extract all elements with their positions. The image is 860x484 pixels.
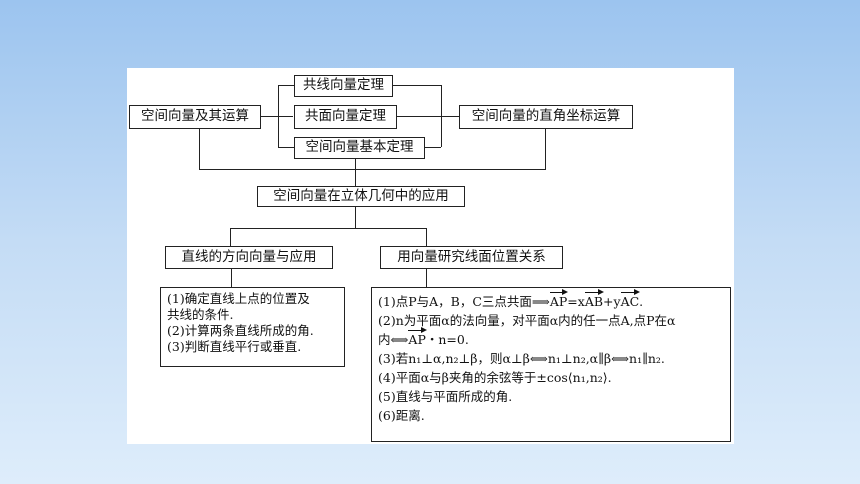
connector [231, 269, 232, 287]
connector [545, 128, 546, 169]
panel-line: (1)确定直线上点的位置及 [167, 291, 310, 306]
box-basic-theorem: 空间向量基本定理 [294, 137, 425, 159]
diagram-canvas: 共线向量定理 空间向量及其运算 共面向量定理 空间向量的直角坐标运算 空间向量基… [127, 68, 734, 444]
panel-line-applications: (1)确定直线上点的位置及 共线的条件. (2)计算两条直线所成的角. (3)判… [160, 287, 345, 367]
connector [355, 158, 356, 186]
box-collinear-theorem: 共线向量定理 [294, 75, 393, 97]
panel-line: (3)若n₁⊥α,n₂⊥β，则α⊥β⟺n₁⊥n₂,α∥β⟺n₁∥n₂. [378, 351, 665, 366]
connector [230, 228, 427, 229]
panel-line: (5)直线与平面所成的角. [378, 389, 513, 404]
box-solid-geometry-application: 空间向量在立体几何中的应用 [257, 186, 465, 207]
panel-line: 共线的条件. [167, 307, 234, 322]
panel-line-plane-relations: (1)点P与A，B，C三点共面⟹AP=xAB+yAC. (2)n为平面α的法向量… [371, 287, 731, 442]
panel-line: (4)平面α与β夹角的余弦等于±cos⟨n₁,n₂⟩. [378, 370, 612, 385]
connector [397, 116, 459, 117]
connector [426, 228, 427, 246]
connector [261, 116, 293, 117]
vector-arrow-icon: AB [584, 289, 605, 309]
vector-arrow-icon: AP [549, 289, 569, 309]
panel-line: (2)n为平面α的法向量，对平面α内的任一点A,点P在α [378, 313, 676, 328]
connector [425, 147, 441, 148]
vector-arrow-icon: AC [620, 289, 640, 309]
panel-line: (2)计算两条直线所成的角. [167, 323, 314, 338]
connector [199, 129, 200, 169]
vector-arrow-icon: AP [408, 327, 428, 347]
connector [426, 269, 427, 287]
connector [278, 85, 294, 86]
connector [230, 228, 231, 246]
panel-line: (3)判断直线平行或垂直. [167, 339, 302, 354]
connector [278, 85, 279, 147]
connector [393, 85, 441, 86]
box-space-vectors-operations: 空间向量及其运算 [129, 105, 261, 129]
panel-line: 内⟺AP・n=0. [378, 327, 469, 347]
connector [199, 169, 546, 170]
box-direction-vector: 直线的方向向量与应用 [165, 246, 333, 269]
connector [355, 207, 356, 228]
panel-line: (6)距离. [378, 408, 425, 423]
box-coplanar-theorem: 共面向量定理 [294, 105, 397, 129]
box-line-plane-relations: 用向量研究线面位置关系 [380, 246, 563, 269]
panel-line: (1)点P与A，B，C三点共面⟹AP=xAB+yAC. [378, 289, 644, 309]
connector [278, 147, 294, 148]
connector [441, 85, 442, 147]
box-coordinate-operations: 空间向量的直角坐标运算 [459, 105, 633, 129]
